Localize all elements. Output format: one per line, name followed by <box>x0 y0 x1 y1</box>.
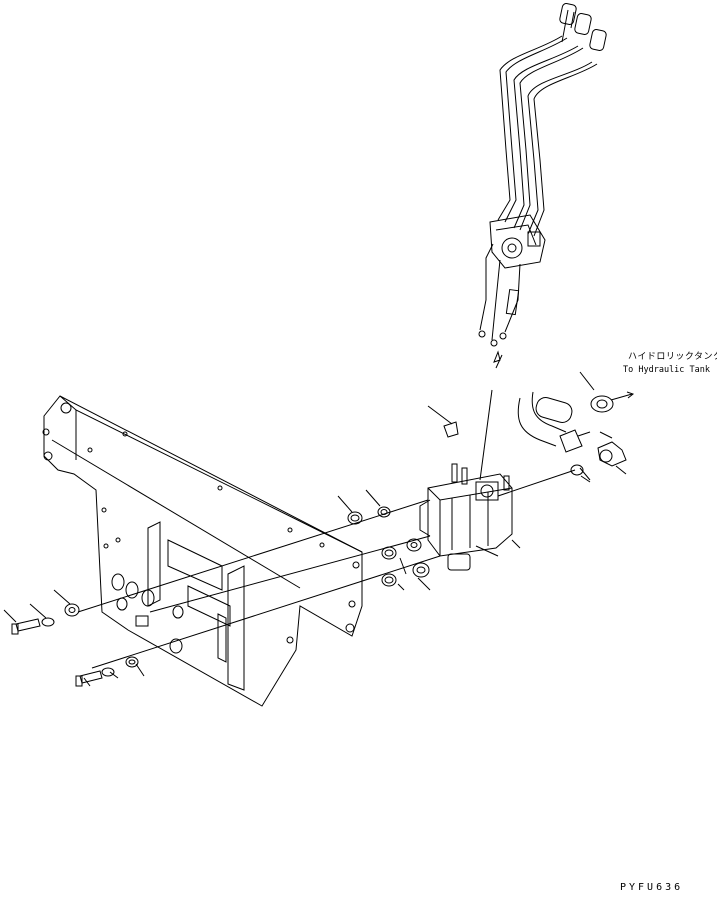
reference-leaders <box>4 468 590 686</box>
lever-base <box>479 215 545 362</box>
control-valve <box>420 464 512 570</box>
destination-label-en: To Hydraulic Tank <box>623 365 710 375</box>
elbow-fitting <box>498 442 626 496</box>
control-levers <box>498 3 607 236</box>
leader-lines-top <box>428 355 502 480</box>
fastener-lines <box>78 500 440 668</box>
destination-label-jp: ハイドロリックタンクへ <box>628 352 717 362</box>
mounting-plate <box>43 396 362 706</box>
bolts <box>12 619 102 686</box>
drawing-code: PYFU636 <box>620 882 684 893</box>
washers-o-rings <box>42 507 429 676</box>
return-hose <box>518 372 633 452</box>
